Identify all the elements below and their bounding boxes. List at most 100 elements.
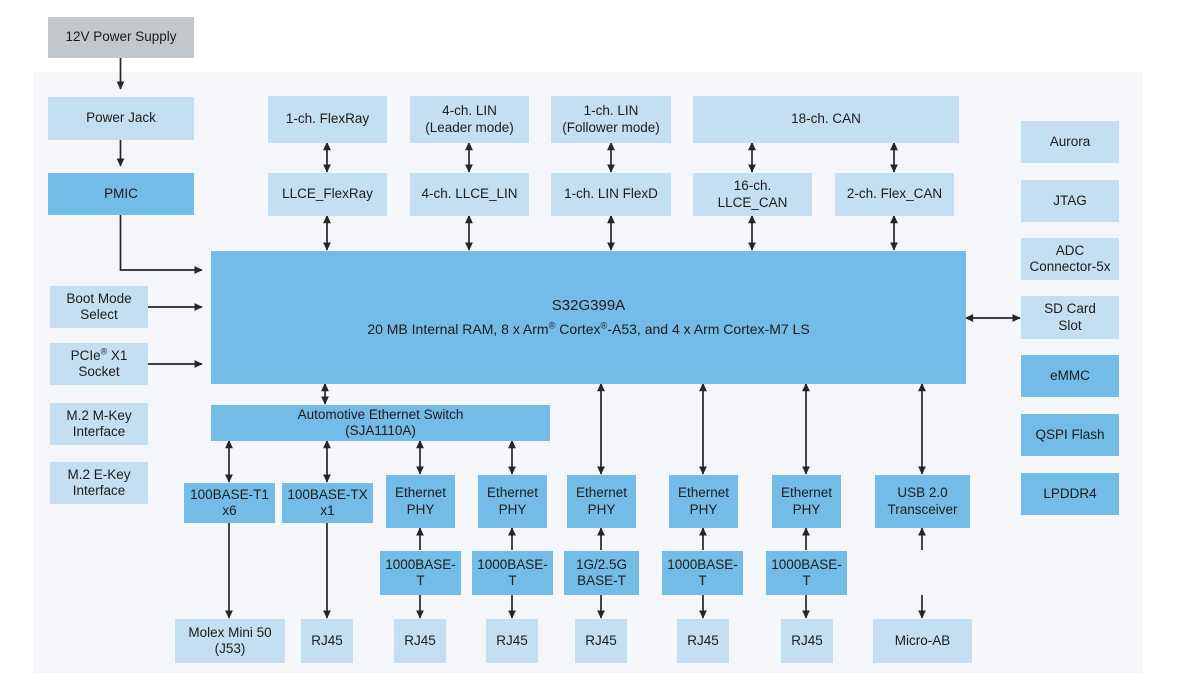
- block-label: 4-ch. LLCE_LIN: [421, 186, 518, 202]
- block-100base-t1-x6[interactable]: 100BASE-T1 x6: [184, 483, 275, 523]
- block-ethernet-phy-2[interactable]: Ethernet PHY: [478, 475, 547, 528]
- block-label: ADC Connector-5x: [1029, 242, 1111, 274]
- block-4ch-lin-leader[interactable]: 4-ch. LIN (Leader mode): [410, 96, 529, 143]
- block-label: Boot Mode Select: [66, 290, 132, 322]
- block-label: Micro-AB: [894, 632, 951, 648]
- block-1000base-t-1[interactable]: 1000BASE-T: [380, 551, 461, 595]
- block-label: 1000BASE-T: [385, 556, 456, 588]
- block-label: 1-ch. LIN FlexD: [564, 186, 658, 202]
- block-rj45-4[interactable]: RJ45: [575, 619, 627, 663]
- registered-mark: ®: [548, 320, 556, 331]
- block-label: 18-ch. CAN: [791, 111, 861, 127]
- registered-mark: ®: [600, 320, 608, 331]
- block-label: M.2 M-Key Interface: [66, 407, 132, 439]
- block-jtag[interactable]: JTAG: [1021, 180, 1119, 222]
- block-label: QSPI Flash: [1035, 426, 1105, 442]
- block-label: SD Card Slot: [1044, 301, 1096, 333]
- block-label: RJ45: [791, 632, 823, 648]
- block-m2-m-key-interface[interactable]: M.2 M-Key Interface: [50, 403, 148, 445]
- block-label: RJ45: [687, 632, 719, 648]
- block-label: 16-ch. LLCE_CAN: [717, 178, 788, 210]
- block-1000base-t-4[interactable]: 1000BASE-T: [662, 551, 743, 595]
- block-aurora[interactable]: Aurora: [1021, 121, 1119, 163]
- block-1ch-lin-follower[interactable]: 1-ch. LIN (Follower mode): [551, 96, 671, 143]
- block-ethernet-phy-5[interactable]: Ethernet PHY: [772, 475, 841, 528]
- block-label: M.2 E-Key Interface: [67, 466, 131, 498]
- block-rj45-6[interactable]: RJ45: [781, 619, 833, 663]
- block-boot-mode-select[interactable]: Boot Mode Select: [50, 286, 148, 328]
- block-label: RJ45: [404, 632, 436, 648]
- block-label: 100BASE-T1 x6: [190, 486, 269, 518]
- block-ethernet-phy-1[interactable]: Ethernet PHY: [386, 475, 455, 528]
- block-automotive-ethernet-switch[interactable]: Automotive Ethernet Switch (SJA1110A): [211, 405, 550, 441]
- block-llce-flexray[interactable]: LLCE_FlexRay: [268, 173, 387, 216]
- block-qspi-flash[interactable]: QSPI Flash: [1021, 414, 1119, 456]
- block-ethernet-phy-4[interactable]: Ethernet PHY: [669, 475, 738, 528]
- block-power-jack[interactable]: Power Jack: [48, 97, 194, 140]
- block-label: Ethernet PHY: [394, 485, 447, 517]
- block-label: 100BASE-TX x1: [287, 486, 368, 518]
- block-s32g399a-soc[interactable]: S32G399A 20 MB Internal RAM, 8 x Arm® Co…: [211, 251, 966, 384]
- block-label: Power Jack: [86, 110, 156, 126]
- block-label: PMIC: [104, 185, 138, 201]
- pcie-x1-text: X1: [107, 347, 128, 363]
- block-rj45-2[interactable]: RJ45: [394, 619, 446, 663]
- soc-desc-c: -A53, and 4 x Arm Cortex-M7 LS: [607, 321, 810, 338]
- soc-title: S32G399A: [551, 296, 626, 314]
- block-emmc[interactable]: eMMC: [1021, 355, 1119, 397]
- socket-text: Socket: [78, 364, 120, 379]
- block-1000base-t-2[interactable]: 1000BASE-T: [472, 551, 553, 595]
- block-label: Aurora: [1049, 133, 1091, 149]
- block-100base-tx-x1[interactable]: 100BASE-TX x1: [282, 483, 373, 523]
- block-1000base-t-5[interactable]: 1000BASE-T: [766, 551, 847, 595]
- block-label: 1000BASE-T: [477, 556, 548, 588]
- block-12v-power-supply[interactable]: 12V Power Supply: [48, 17, 194, 58]
- block-rj45-1[interactable]: RJ45: [301, 619, 353, 663]
- block-label: Ethernet PHY: [780, 485, 833, 517]
- block-label: 1000BASE-T: [771, 556, 842, 588]
- block-18ch-can[interactable]: 18-ch. CAN: [693, 96, 959, 143]
- block-label: Ethernet PHY: [486, 485, 539, 517]
- block-4ch-llce-lin[interactable]: 4-ch. LLCE_LIN: [410, 173, 529, 216]
- block-label: RJ45: [585, 632, 617, 648]
- soc-desc-a: 20 MB Internal RAM, 8 x Arm: [367, 321, 549, 338]
- block-pmic[interactable]: PMIC: [48, 173, 194, 215]
- block-label: 1-ch. FlexRay: [285, 111, 370, 127]
- block-sd-card-slot[interactable]: SD Card Slot: [1021, 296, 1119, 339]
- block-usb-2-0-transceiver[interactable]: USB 2.0 Transceiver: [875, 475, 970, 528]
- block-2ch-flex-can[interactable]: 2-ch. Flex_CAN: [835, 173, 954, 216]
- block-label: RJ45: [496, 632, 528, 648]
- block-molex-mini-50-j53[interactable]: Molex Mini 50 (J53): [175, 619, 285, 663]
- block-rj45-5[interactable]: RJ45: [677, 619, 729, 663]
- block-adc-connector-5x[interactable]: ADC Connector-5x: [1021, 238, 1119, 280]
- block-ethernet-phy-3[interactable]: Ethernet PHY: [567, 475, 636, 528]
- block-label: LPDDR4: [1043, 485, 1097, 501]
- block-label: Automotive Ethernet Switch (SJA1110A): [297, 406, 464, 438]
- block-label: Molex Mini 50 (J53): [188, 624, 272, 656]
- block-16ch-llce-can[interactable]: 16-ch. LLCE_CAN: [693, 173, 812, 216]
- block-label: LLCE_FlexRay: [282, 186, 373, 202]
- block-1ch-lin-flexd[interactable]: 1-ch. LIN FlexD: [551, 173, 671, 216]
- registered-mark: ®: [100, 346, 108, 357]
- pcie-text: PCIe: [70, 347, 101, 363]
- block-1g-2-5g-base-t[interactable]: 1G/2.5G BASE-T: [564, 551, 639, 595]
- block-micro-ab[interactable]: Micro-AB: [873, 619, 972, 663]
- soc-description: 20 MB Internal RAM, 8 x Arm® Cortex®-A53…: [367, 321, 809, 338]
- block-label: 1G/2.5G BASE-T: [575, 556, 628, 588]
- block-rj45-3[interactable]: RJ45: [486, 619, 538, 663]
- block-label: 1-ch. LIN (Follower mode): [562, 103, 660, 135]
- block-1ch-flexray[interactable]: 1-ch. FlexRay: [268, 96, 387, 143]
- block-label: JTAG: [1053, 192, 1087, 208]
- block-lpddr4[interactable]: LPDDR4: [1021, 473, 1119, 515]
- block-m2-e-key-interface[interactable]: M.2 E-Key Interface: [50, 462, 148, 504]
- block-label: USB 2.0 Transceiver: [887, 485, 958, 517]
- block-label: Ethernet PHY: [677, 485, 730, 517]
- block-label: 1000BASE-T: [667, 556, 738, 588]
- block-label: 12V Power Supply: [65, 29, 177, 45]
- block-label: 2-ch. Flex_CAN: [846, 186, 943, 202]
- block-label: RJ45: [311, 632, 343, 648]
- block-label: eMMC: [1050, 367, 1090, 383]
